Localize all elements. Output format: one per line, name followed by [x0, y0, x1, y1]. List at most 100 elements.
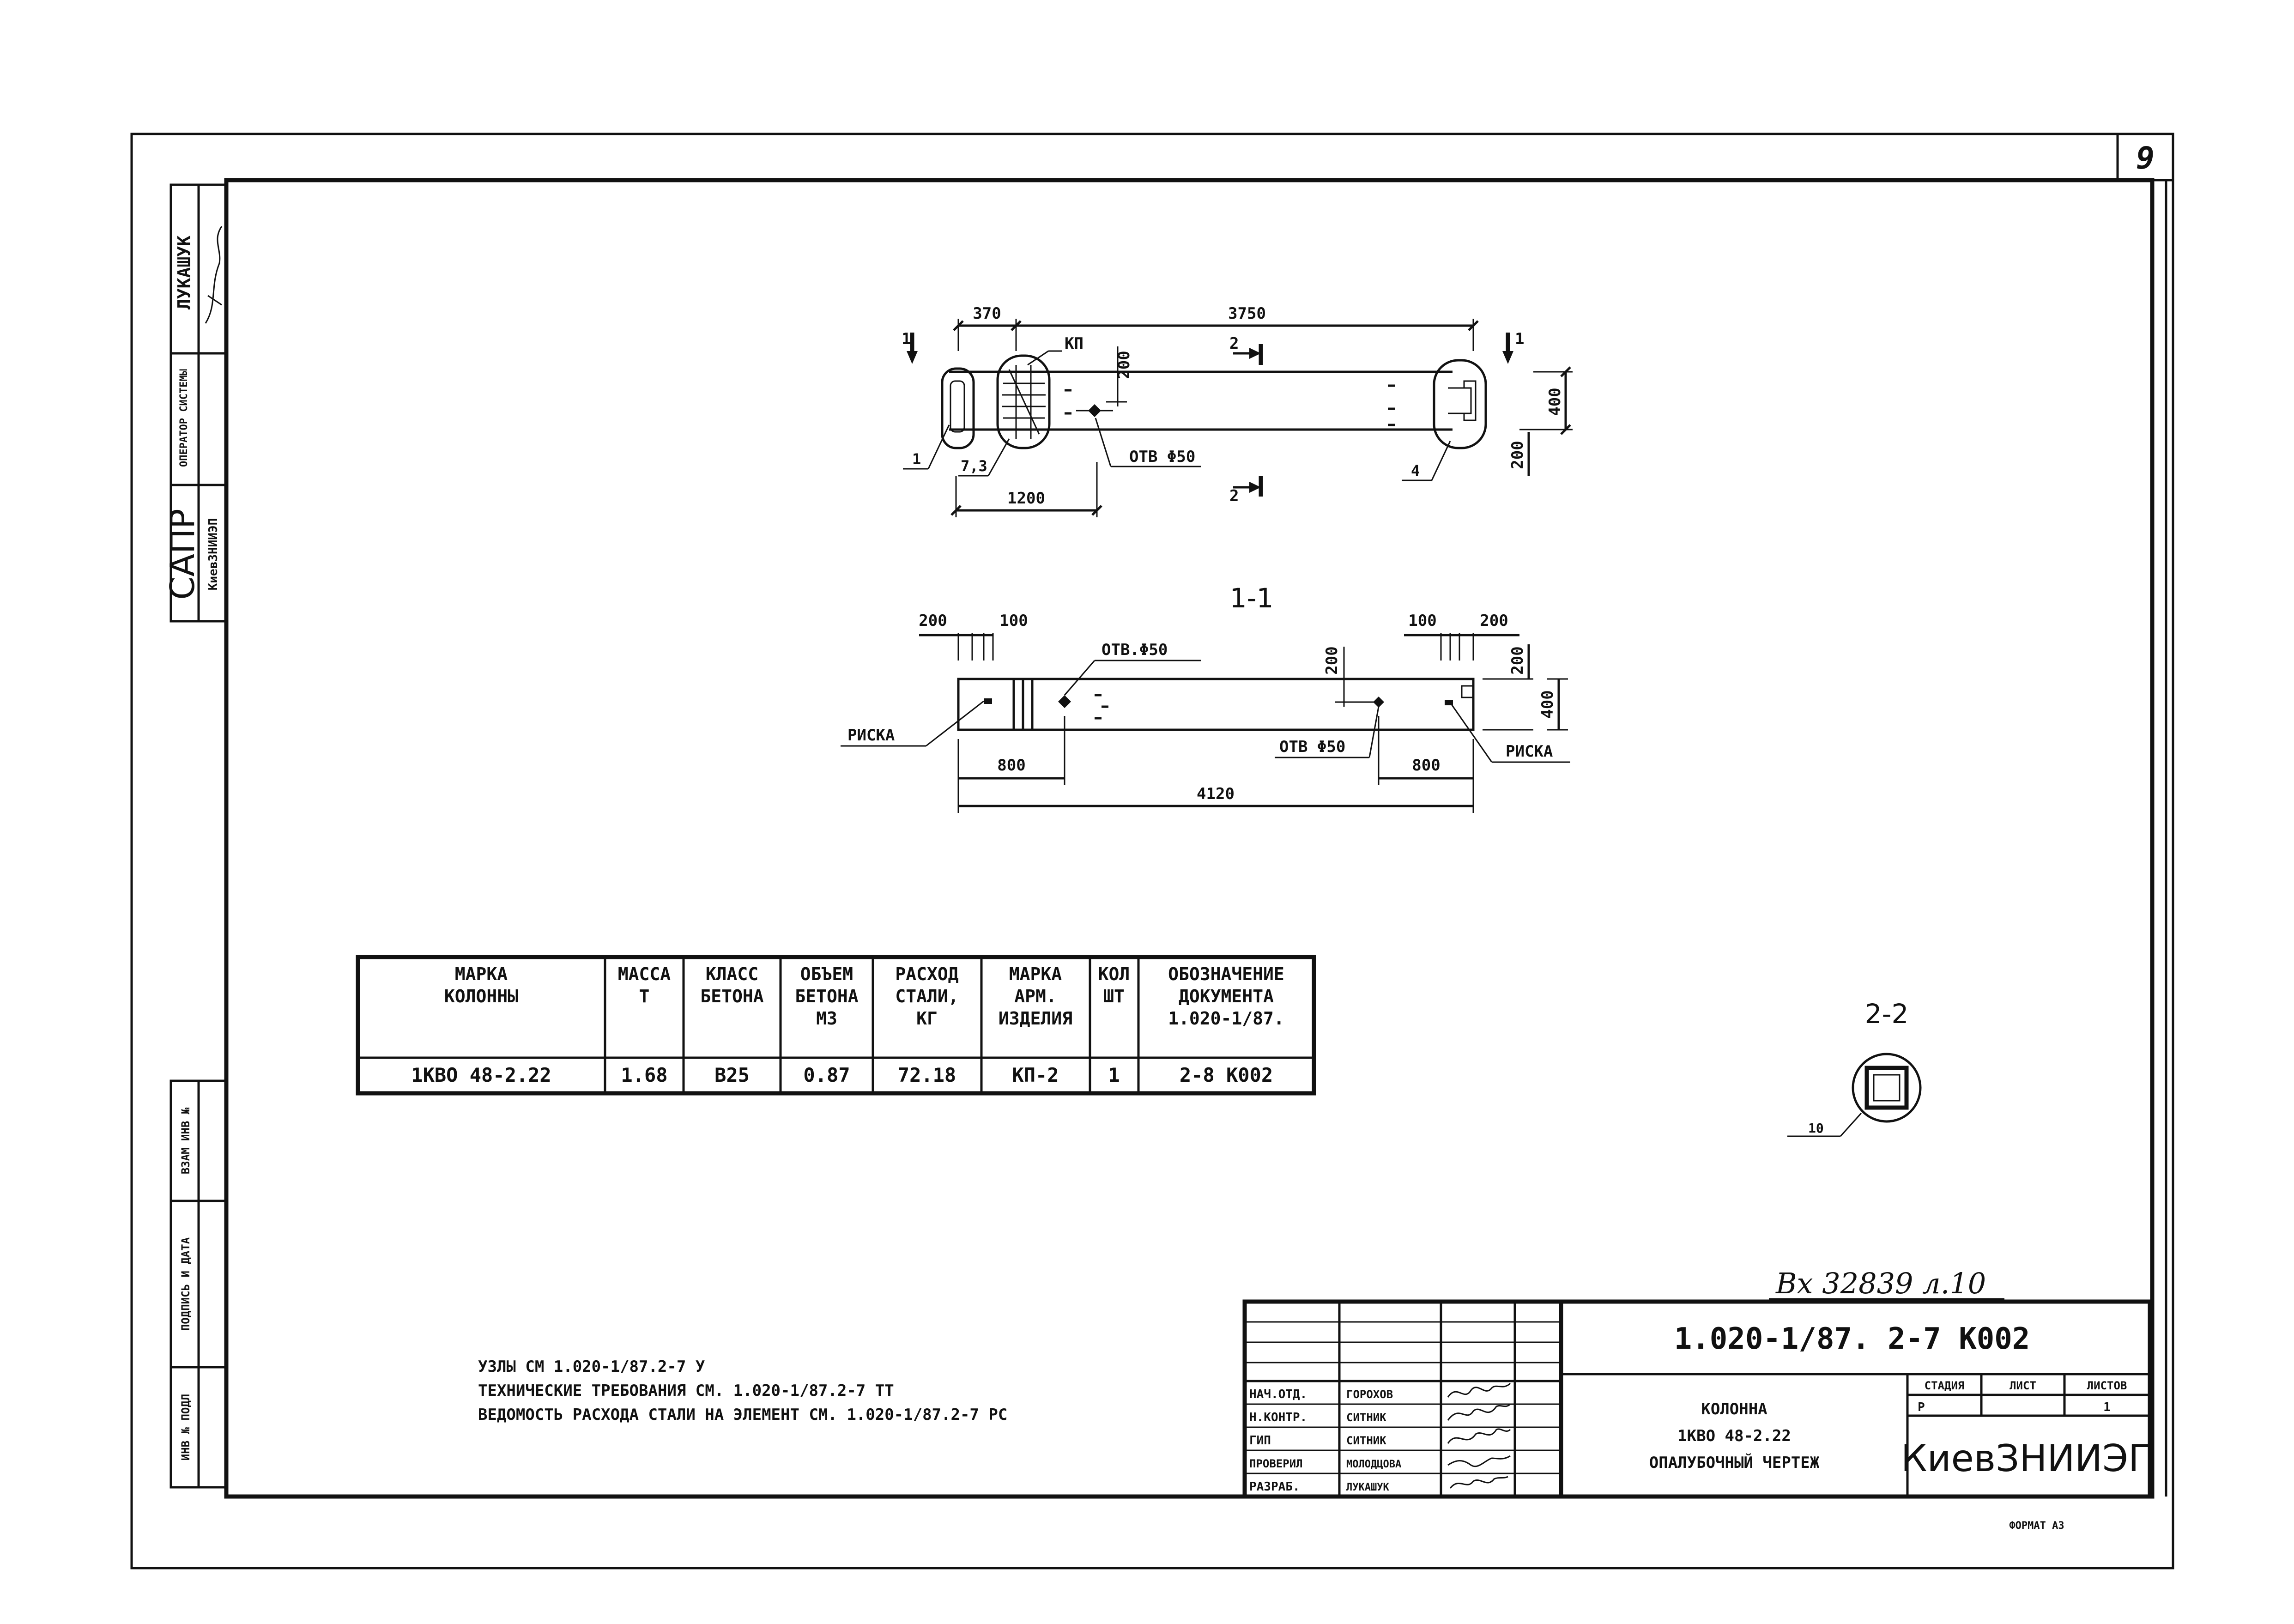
binding-cells: ВЗАМ ИНВ № ПОДПИСЬ И ДАТА ИНВ № ПОДЛ	[169, 1079, 228, 1489]
title-name-2: 1КВО 48-2.22	[1677, 1427, 1791, 1445]
kp-hatch	[1002, 365, 1046, 439]
plan-dim-1200: 1200	[1007, 489, 1045, 508]
th-qty-1: КОЛ	[1098, 964, 1130, 984]
title-block: НАЧ.ОТД. ГОРОХОВ Н.КОНТР. СИТНИК ГИП СИТ…	[1242, 1299, 2156, 1499]
td-doc: 2-8 К002	[1180, 1064, 1273, 1086]
role-3: ГИП	[1249, 1434, 1271, 1448]
th-doc-2: ДОКУМЕНТА	[1179, 986, 1274, 1006]
strip-operator: ОПЕРАТОР СИСТЕМЫ	[178, 369, 190, 467]
sec-dim-200-right: 200	[1508, 646, 1527, 674]
strip-author: ЛУКАШУК	[174, 236, 194, 309]
sec-dim-200-tr: 200	[1480, 612, 1508, 630]
sheets-header: ЛИСТОВ	[2087, 1379, 2127, 1392]
plan-dim-200-top: 200	[1115, 351, 1133, 379]
sheet-number: 9	[2136, 140, 2155, 176]
td-steel: 72.18	[898, 1064, 956, 1086]
plan-dim-3750: 3750	[1228, 304, 1266, 323]
sec-dim-4120: 4120	[1197, 785, 1235, 803]
cell-inv: ИНВ № ПОДЛ	[179, 1394, 192, 1461]
plan-dim-200-right: 200	[1508, 441, 1527, 469]
title-name-3: ОПАЛУБОЧНЫЙ ЧЕРТЕЖ	[1649, 1453, 1820, 1472]
th-doc-1: ОБОЗНАЧЕНИЕ	[1168, 964, 1284, 984]
inner-frame	[224, 178, 2155, 1499]
td-mass: 1.68	[621, 1064, 667, 1086]
th-arm-3: ИЗДЕЛИЯ	[999, 1008, 1072, 1029]
th-steel-1: РАСХОД	[895, 964, 958, 984]
spec-table: МАРКА КОЛОННЫ МАССА Т КЛАСС БЕТОНА ОБЪЕМ…	[356, 955, 1316, 1096]
sheet-header: ЛИСТ	[2010, 1379, 2036, 1392]
plan-cut2-bottom: 2	[1229, 487, 1239, 505]
section-1-1: 1-1 200 100 100 200 200	[841, 582, 1570, 813]
sec-hole-top: ОТВ.Φ50	[1102, 641, 1168, 659]
role-4: ПРОВЕРИЛ	[1249, 1457, 1303, 1470]
org-name: КиевЗНИИЭП	[1901, 1437, 2156, 1480]
section-2-2-pos: 10	[1808, 1121, 1824, 1136]
th-mass-2: Т	[639, 986, 650, 1006]
plan-pos-73: 7,3	[961, 457, 987, 475]
sec-dim-100-tl: 100	[999, 612, 1028, 630]
sec-dim-800-left: 800	[997, 756, 1025, 775]
plan-cut1-left: 1	[902, 330, 911, 348]
signature-3	[1447, 1428, 1511, 1444]
plan-cut2-top: 2	[1229, 334, 1239, 353]
section-2-2: 2-2 10	[1787, 998, 1922, 1137]
th-arm-2: АРМ.	[1014, 986, 1057, 1006]
cell-podpis: ПОДПИСЬ И ДАТА	[179, 1237, 192, 1331]
cell-vzam: ВЗАМ ИНВ №	[179, 1107, 192, 1174]
sheets-value: 1	[2103, 1400, 2111, 1414]
stage-header: СТАДИЯ	[1925, 1379, 1965, 1392]
sec-dim-200-tl: 200	[919, 612, 947, 630]
signature-5	[1449, 1476, 1508, 1489]
sec-dim-400: 400	[1538, 690, 1557, 718]
plan-hole-label: ОТВ Φ50	[1129, 448, 1195, 466]
th-class-2: БЕТОНА	[700, 986, 763, 1006]
role-1: НАЧ.ОТД.	[1249, 1388, 1307, 1401]
sec-risk-left: РИСКА	[847, 726, 895, 745]
th-mark-1: МАРКА	[455, 964, 508, 984]
th-vol-3: М3	[816, 1008, 837, 1029]
plan-cut1-right: 1	[1515, 330, 1524, 348]
th-steel-2: СТАЛИ,	[895, 986, 958, 1006]
notes: УЗЛЫ СМ 1.020-1/87.2-7 У ТЕХНИЧЕСКИЕ ТРЕ…	[478, 1357, 1007, 1424]
th-qty-2: ШТ	[1103, 986, 1125, 1006]
role-5: РАЗРАБ.	[1249, 1480, 1300, 1494]
strip-sapr: САПР	[163, 509, 202, 600]
sec-dim-200-inner: 200	[1323, 646, 1341, 674]
note-1: УЗЛЫ СМ 1.020-1/87.2-7 У	[478, 1357, 705, 1376]
th-class-1: КЛАСС	[706, 964, 758, 984]
left-strip: ЛУКАШУК ОПЕРАТОР СИСТЕМЫ САПР КиевЗНИИЭП	[163, 183, 228, 623]
strip-sapr-org: КиевЗНИИЭП	[206, 518, 220, 591]
stage-value: Р	[1918, 1400, 1925, 1414]
sec-dim-800-right: 800	[1412, 756, 1440, 775]
plan-pos-1: 1	[912, 450, 921, 468]
name-3: СИТНИК	[1346, 1434, 1386, 1447]
section-1-1-title: 1-1	[1230, 582, 1274, 614]
th-doc-3: 1.020-1/87.	[1168, 1008, 1284, 1029]
strip-signature	[205, 226, 223, 324]
section-2-2-title: 2-2	[1865, 998, 1909, 1030]
td-arm: КП-2	[1012, 1064, 1059, 1086]
td-mark: 1КВО 48-2.22	[411, 1064, 551, 1086]
name-1: ГОРОХОВ	[1346, 1388, 1393, 1401]
name-2: СИТНИК	[1346, 1411, 1386, 1424]
sec-risk-right: РИСКА	[1506, 742, 1553, 761]
plan-kp-label: КП	[1065, 334, 1083, 353]
plan-view: 370 3750 1200 200 400 200 1 1 2	[902, 304, 1573, 517]
signature-1	[1447, 1382, 1511, 1398]
name-4: МОЛОДЦОВА	[1346, 1459, 1401, 1470]
th-mass-1: МАССА	[618, 964, 671, 984]
signature-4	[1447, 1455, 1511, 1467]
plan-dim-370: 370	[973, 304, 1001, 323]
td-class: В25	[714, 1064, 750, 1086]
th-steel-3: КГ	[916, 1008, 938, 1029]
sec-hole-bottom: ОТВ Φ50	[1279, 738, 1345, 756]
th-vol-2: БЕТОНА	[795, 986, 858, 1006]
note-2: ТЕХНИЧЕСКИЕ ТРЕБОВАНИЯ СМ. 1.020-1/87.2-…	[478, 1382, 894, 1400]
signature-2	[1447, 1403, 1511, 1421]
role-2: Н.КОНТР.	[1249, 1411, 1307, 1424]
inventory-note: Вх 32839 л.10	[1775, 1266, 1986, 1300]
td-vol: 0.87	[803, 1064, 850, 1086]
th-vol-1: ОБЪЕМ	[800, 964, 853, 984]
